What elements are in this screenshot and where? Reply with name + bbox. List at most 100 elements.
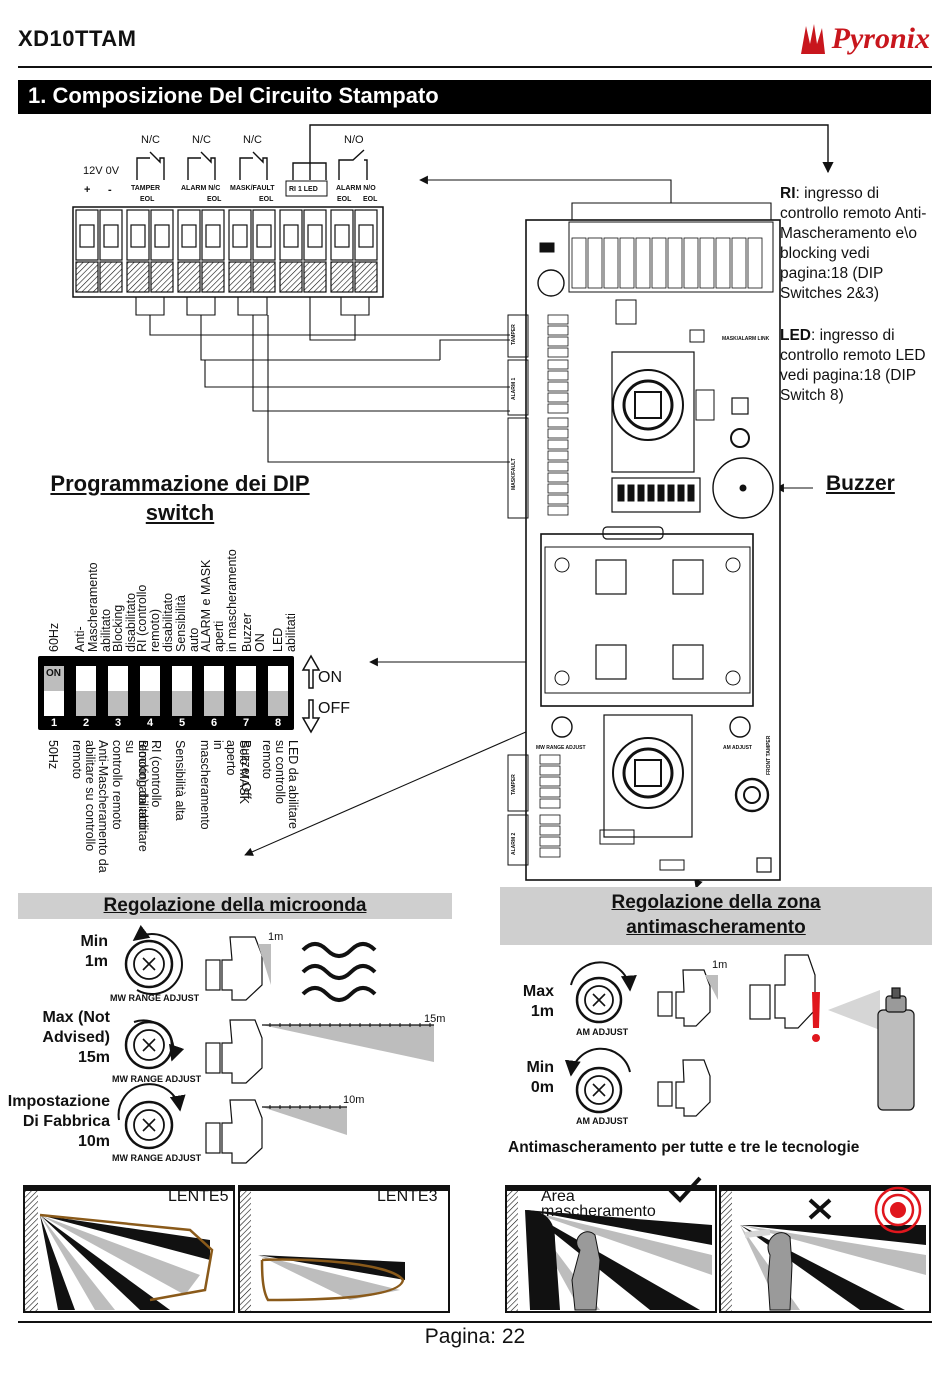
dip1-on-label: 60Hz xyxy=(47,622,61,652)
am-heading: Regolazione della zona antimascheramento xyxy=(500,887,932,945)
ri-label: RI xyxy=(780,185,796,202)
mask-area-line2: mascheramento xyxy=(541,1203,656,1220)
contact-type-2: N/C xyxy=(192,134,211,146)
svg-text:ALARM N/C: ALARM N/C xyxy=(181,185,220,192)
dip-number-2: 2 xyxy=(83,717,89,729)
contact-type-1: N/C xyxy=(141,134,160,146)
dip-heading-line1: Programmazione dei DIP xyxy=(50,471,310,496)
dip5-on-label: Sensibilità auto xyxy=(174,595,201,652)
mw-min-label: Min 1m xyxy=(80,933,108,970)
dip7-off-label: Buzzer Off xyxy=(239,740,253,799)
am-caption: Antimascheramento per tutte e tre le tec… xyxy=(508,1139,860,1156)
mask-panel-left xyxy=(505,1176,717,1313)
pcb-label-maskfault: MASK/FAULT xyxy=(511,458,517,490)
pcb-label-maskalarm-link: MASK/ALARM LINK xyxy=(722,336,770,342)
mw-wave-icon xyxy=(301,942,377,1002)
terminal-cells xyxy=(75,209,378,293)
mw-knobs xyxy=(117,924,186,1150)
document-model-title: XD10TTAM xyxy=(18,26,137,51)
am-heading-line2: antimascheramento xyxy=(626,917,806,938)
mw-max-label: Max (Not Advised) 15m xyxy=(42,1009,110,1066)
dip-number-4: 4 xyxy=(147,717,154,729)
mask-panel-right xyxy=(719,1185,931,1313)
am-max-label: Max 1m xyxy=(522,983,554,1020)
dip-number-3: 3 xyxy=(115,717,121,729)
svg-text:ALARM N/O: ALARM N/O xyxy=(336,185,376,192)
dip-switches: ON 1 2 3 4 5 6 7 8 xyxy=(44,666,288,729)
dip-switch-block: ON 1 2 3 4 5 6 7 8 xyxy=(38,656,294,730)
am-range-max: 1m xyxy=(712,959,727,971)
pcb-label-mw-range: MW RANGE ADJUST xyxy=(536,745,586,751)
svg-text:TAMPER: TAMPER xyxy=(131,185,160,192)
mw-factory-label: Impostazione Di Fabbrica 10m xyxy=(7,1093,110,1150)
lens-panel-right xyxy=(238,1185,450,1313)
dip-heading-line2: switch xyxy=(145,500,215,525)
am-heading-line1: Regolazione della zona xyxy=(611,892,821,913)
lens-right-label: LENTE3 xyxy=(377,1188,438,1205)
spray-warning-icon xyxy=(812,990,880,1042)
contact-symbols xyxy=(136,124,834,180)
power-label: 12V 0V xyxy=(83,165,120,177)
dip6-on-label: ALARM e MASK aperti in mascheramento xyxy=(199,549,239,652)
section-title: 1. Composizione Del Circuito Stampato xyxy=(18,80,931,114)
mw-range-labels: 1m 15m 10m xyxy=(268,931,445,1106)
footer-rule xyxy=(18,1321,932,1323)
dip2-off-label: Anti-Mascheramento da abilitare su contr… xyxy=(70,740,110,873)
contact-type-3: N/C xyxy=(243,134,262,146)
dip5-off-label: Sensibilità alta xyxy=(173,740,187,821)
dip-on-tag: ON xyxy=(46,668,61,679)
am-detector-views xyxy=(657,954,816,1117)
mask-area-line1: Area xyxy=(541,1188,575,1205)
dip-number-8: 8 xyxy=(275,717,281,729)
page-number: Pagina: 22 xyxy=(424,1325,526,1348)
brand-logo: Pyronix xyxy=(798,22,930,56)
dip8-on-label: LED abilitati xyxy=(271,613,298,652)
dip2-on-label: Anti-Mascheramento abilitato xyxy=(73,562,113,652)
led-note: LED: ingresso di controllo remoto LED ve… xyxy=(780,326,932,406)
dip6-off-label: Solo MASK aperto in mascheramento xyxy=(198,740,251,830)
am-knobs xyxy=(564,961,637,1114)
dip-heading: Programmazione dei DIP switch xyxy=(30,469,330,527)
dip4-on-label: RI (controllo remoto) disabilitato xyxy=(135,584,175,652)
pcb-label-front-tamper: FRONT TAMPER xyxy=(766,735,772,775)
svg-text:EOL: EOL xyxy=(259,196,274,203)
mask-area-label: Area mascheramento xyxy=(541,1188,656,1220)
dip-number-7: 7 xyxy=(243,717,249,729)
svg-text:EOL: EOL xyxy=(363,196,378,203)
led-label: LED xyxy=(780,327,811,344)
pcb-label-tamper-2: TAMPER xyxy=(511,774,517,795)
pcb-label-alarm2: ALARM 2 xyxy=(511,833,517,855)
mw-detector-views xyxy=(205,936,434,1164)
dip-number-6: 6 xyxy=(211,717,217,729)
pcb-label-am-adjust: AM ADJUST xyxy=(723,745,752,751)
mw-knob-caption-2: MW RANGE ADJUST xyxy=(112,1074,202,1084)
svg-text:EOL: EOL xyxy=(337,196,352,203)
lens-left-label: LENTE5 xyxy=(168,1188,229,1205)
buzzer-label: Buzzer xyxy=(826,472,895,495)
dip-off-label: OFF xyxy=(318,700,350,717)
polarity-plus: + xyxy=(84,184,90,196)
dip-direction-arrows xyxy=(301,654,321,734)
lens-panel-left xyxy=(23,1185,235,1313)
mw-range-max: 15m xyxy=(424,1013,445,1025)
mw-range-factory: 10m xyxy=(343,1094,364,1106)
mw-heading: Regolazione della microonda xyxy=(18,893,452,919)
pyronix-flame-icon xyxy=(800,24,825,54)
pcb-labels: TAMPER ALARM 1 MASK/FAULT MASK/ALARM LIN… xyxy=(511,324,772,855)
dip3-off-label: Blocking da abilitare su controllo remot… xyxy=(110,740,150,852)
am-min-label: Min 0m xyxy=(526,1059,554,1096)
svg-text:EOL: EOL xyxy=(140,196,155,203)
dip-number-5: 5 xyxy=(179,717,185,729)
dip7-on-label: Buzzer ON xyxy=(240,613,267,652)
dip-number-1: 1 xyxy=(51,717,57,729)
ri-text: : ingresso di controllo remoto Anti-Masc… xyxy=(780,185,927,302)
spray-can-icon xyxy=(877,987,915,1111)
header-rule xyxy=(18,66,932,68)
ri-note: RI: ingresso di controllo remoto Anti-Ma… xyxy=(780,184,932,304)
led-text: : ingresso di controllo remoto LED vedi … xyxy=(780,327,926,404)
brand-name: Pyronix xyxy=(831,22,930,55)
dip4-off-label: RI (controllo remoto) abilitato xyxy=(136,740,163,830)
svg-text:MASK/FAULT: MASK/FAULT xyxy=(230,185,275,192)
